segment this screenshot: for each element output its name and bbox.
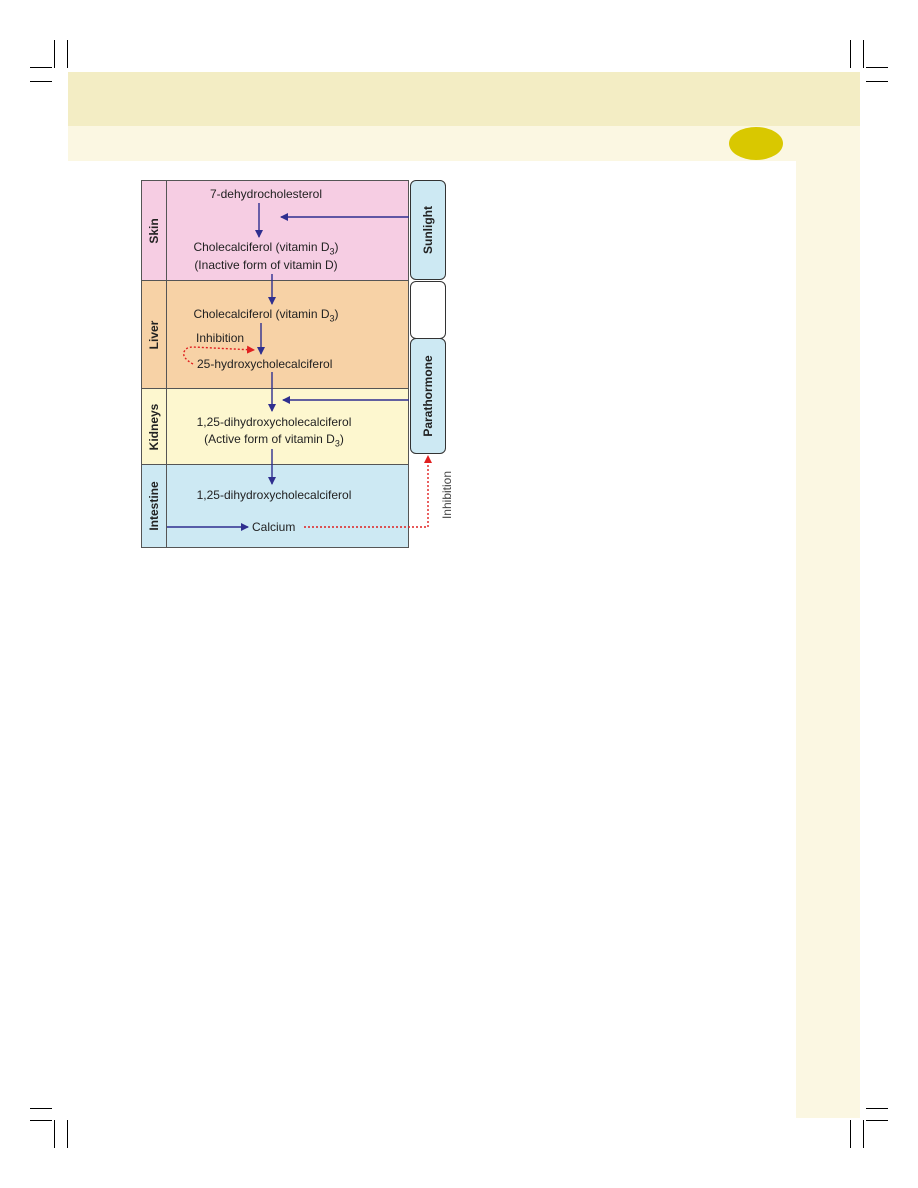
crop-mark: [30, 81, 52, 82]
crop-mark: [54, 1120, 55, 1148]
side-column: [796, 161, 860, 1118]
page-badge: [729, 127, 783, 160]
blank-box: [410, 281, 446, 339]
row-intestine: [166, 464, 409, 548]
crop-mark: [30, 1108, 52, 1109]
inhibition-liver-label: Inhibition: [196, 331, 245, 345]
crop-mark: [850, 1120, 851, 1148]
crop-mark: [67, 1120, 68, 1148]
inhibition-calcium-arrow: [304, 455, 432, 528]
parathormone-box: Parathormone: [410, 338, 446, 454]
crop-mark: [850, 40, 851, 68]
crop-mark: [30, 1120, 52, 1121]
tag-intestine: Intestine: [141, 464, 167, 548]
crop-mark: [863, 1120, 864, 1148]
node-active-form: (Active form of vitamin D3): [204, 432, 344, 449]
node-7-dehydrocholesterol: 7-dehydrocholesterol: [209, 187, 323, 201]
crop-mark: [866, 81, 888, 82]
tag-liver: Liver: [141, 280, 167, 389]
crop-mark: [866, 1120, 888, 1121]
crop-mark: [866, 67, 888, 68]
sunlight-box: Sunlight: [410, 180, 446, 280]
tag-kidneys: Kidneys: [141, 388, 167, 465]
inhibition-liver-arrow: [183, 345, 255, 365]
crop-mark: [30, 67, 52, 68]
node-cholecalciferol-liver: Cholecalciferol (vitamin D3): [193, 307, 339, 324]
node-inactive-form: (Inactive form of vitamin D): [194, 258, 338, 272]
crop-mark: [863, 40, 864, 68]
crop-mark: [866, 1108, 888, 1109]
crop-mark: [67, 40, 68, 68]
subheader-band: [68, 126, 860, 161]
node-dihydroxy-kidney: 1,25-dihydroxycholecalciferol: [196, 415, 352, 429]
row-skin: [166, 180, 409, 281]
header-band: [68, 72, 860, 126]
tag-skin: Skin: [141, 180, 167, 281]
node-calcium: Calcium: [252, 520, 296, 534]
node-25-hydroxycholecalciferol: 25-hydroxycholecalciferol: [197, 357, 333, 371]
node-cholecalciferol-skin: Cholecalciferol (vitamin D3): [193, 240, 339, 257]
node-dihydroxy-intestine: 1,25-dihydroxycholecalciferol: [196, 488, 352, 502]
crop-mark: [54, 40, 55, 68]
